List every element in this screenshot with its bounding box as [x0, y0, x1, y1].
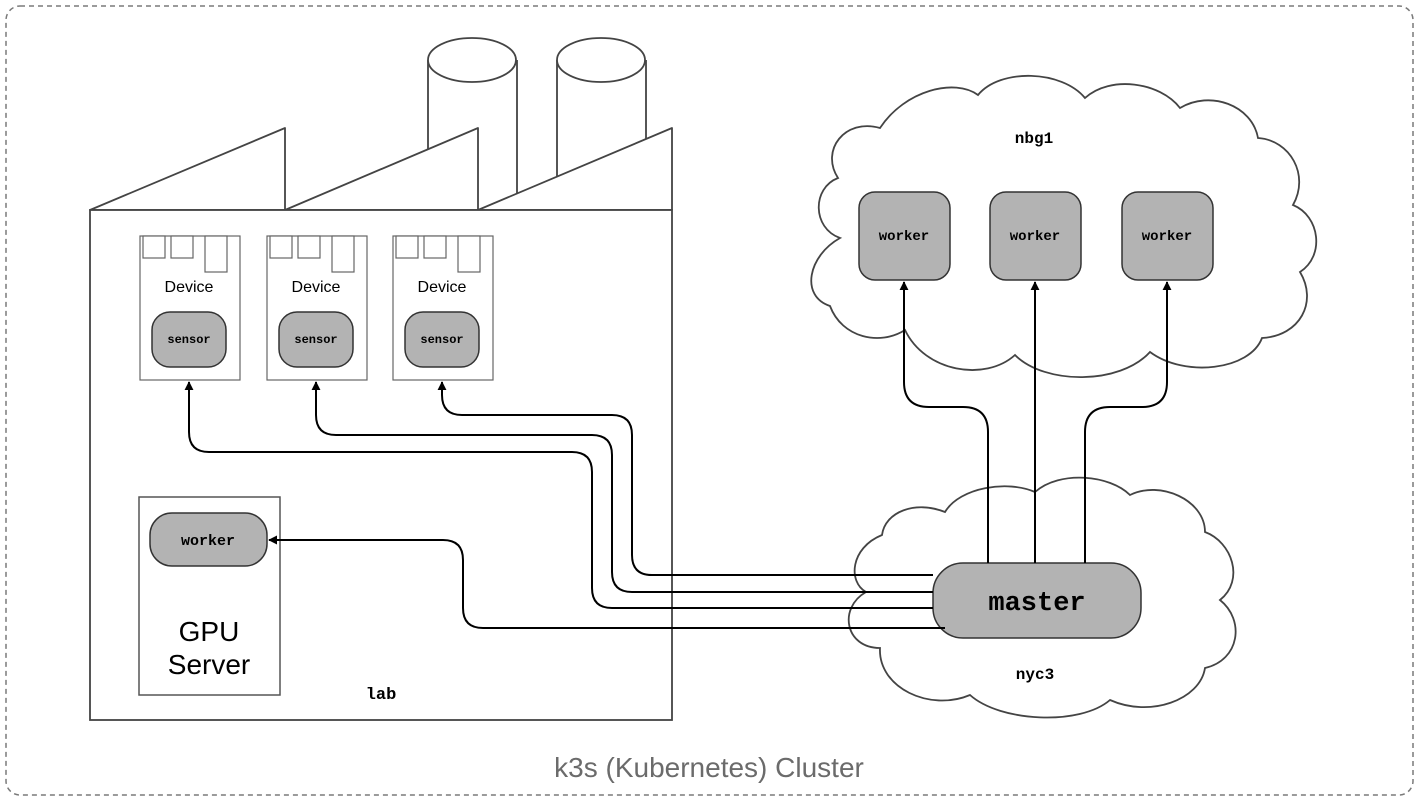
gpu-server-label-line1: GPU	[179, 616, 240, 647]
nbg1-worker-label: worker	[879, 229, 929, 245]
nbg1-worker-node	[858, 191, 951, 281]
link-master-nbg1-worker-3	[1084, 281, 1172, 563]
device-2: Device sensor	[266, 235, 368, 381]
sensor-label: sensor	[420, 333, 463, 347]
lab-label: lab	[366, 686, 397, 705]
gpu-worker-label: worker	[181, 533, 235, 550]
nbg1-workers: worker worker worker	[858, 191, 1214, 281]
link-master-device-2	[311, 381, 933, 593]
gpu-server: worker GPU Server	[138, 496, 281, 696]
link-master-device-3	[437, 381, 933, 576]
nbg1-worker-node	[1121, 191, 1214, 281]
nbg1-label: nbg1	[1015, 130, 1053, 148]
device-label: Device	[165, 279, 214, 296]
nbg1-worker-label: worker	[1010, 229, 1060, 245]
master-label: master	[988, 589, 1085, 619]
link-master-nbg1-worker-1	[899, 281, 989, 563]
nyc3-label: nyc3	[1016, 666, 1054, 684]
device-3: Device sensor	[392, 235, 494, 381]
sensor-label: sensor	[167, 333, 210, 347]
sensor-node	[151, 311, 227, 368]
device-label: Device	[418, 279, 467, 296]
cluster-title: k3s (Kubernetes) Cluster	[554, 752, 864, 783]
device-1: Device sensor	[139, 235, 241, 381]
nbg1-worker-label: worker	[1142, 229, 1192, 245]
gpu-worker-node	[149, 512, 268, 567]
link-master-gpu-worker	[268, 535, 945, 629]
sensor-node	[404, 311, 480, 368]
master-node	[932, 562, 1142, 639]
gpu-server-label-line2: Server	[168, 649, 250, 680]
sensor-node	[278, 311, 354, 368]
nbg1-worker-node	[989, 191, 1082, 281]
link-master-device-1	[184, 381, 933, 609]
sensor-label: sensor	[294, 333, 337, 347]
connections	[184, 281, 1172, 629]
cluster-border	[5, 5, 1414, 796]
factory-chimneys	[427, 37, 647, 211]
device-label: Device	[292, 279, 341, 296]
